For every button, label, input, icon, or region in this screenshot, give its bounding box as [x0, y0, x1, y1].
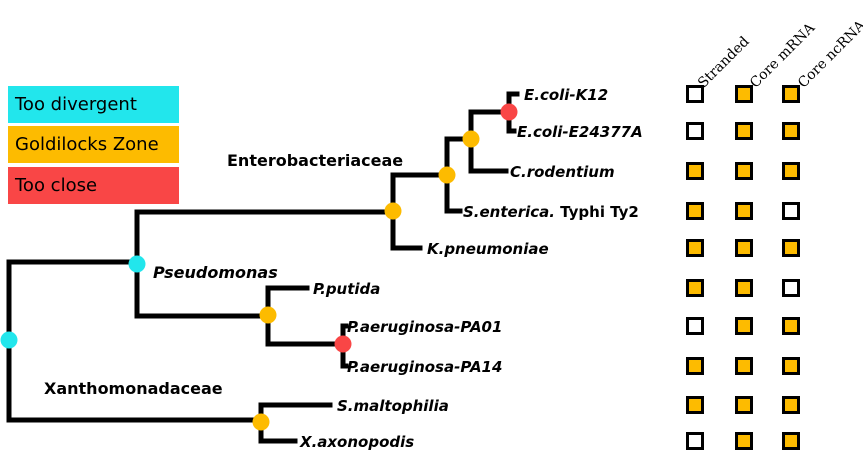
- node-entero: [384, 202, 402, 220]
- mark-9-0: [686, 432, 704, 450]
- species-label-2: C.rodentium: [510, 163, 615, 181]
- tree-labels: Enterobacteriaceae Pseudomonas Xanthomon…: [44, 86, 643, 451]
- tree-nodes: [0, 103, 518, 431]
- mark-8-2: [782, 396, 800, 414]
- group-label-xanthomonadaceae: Xanthomonadaceae: [44, 379, 223, 398]
- mark-5-2: [782, 279, 800, 297]
- species-label-5: P.putida: [313, 280, 380, 298]
- mark-3-1: [735, 202, 753, 220]
- species-label-8: S.maltophilia: [337, 397, 449, 415]
- mark-4-2: [782, 239, 800, 257]
- mark-4-0: [686, 239, 704, 257]
- mark-3-2: [782, 202, 800, 220]
- mark-8-1: [735, 396, 753, 414]
- node-ecoli_cit: [462, 130, 480, 148]
- mark-1-2: [782, 122, 800, 140]
- species-label-4: K.pneumoniae: [427, 240, 549, 258]
- legend-goldilocks-zone: Goldilocks Zone: [8, 126, 179, 163]
- mark-9-1: [735, 432, 753, 450]
- mark-0-0: [686, 85, 704, 103]
- group-label-enterobacteriaceae: Enterobacteriaceae: [227, 151, 403, 170]
- mark-6-2: [782, 317, 800, 335]
- legend-too-close: Too close: [8, 167, 179, 204]
- mark-2-1: [735, 162, 753, 180]
- node-xantho: [252, 413, 270, 431]
- mark-6-1: [735, 317, 753, 335]
- mark-2-2: [782, 162, 800, 180]
- node-root: [0, 331, 18, 349]
- mark-7-0: [686, 357, 704, 375]
- species-label-1: E.coli-E24377A: [517, 123, 643, 141]
- mark-2-0: [686, 162, 704, 180]
- mark-0-2: [782, 85, 800, 103]
- mark-7-1: [735, 357, 753, 375]
- node-paer: [334, 335, 352, 353]
- node-pseudo: [259, 306, 277, 324]
- species-label-3: S.enterica. Typhi Ty2: [463, 203, 639, 221]
- feature-matrix: [686, 85, 800, 450]
- species-label-6: P.aeruginosa-PA01: [347, 318, 502, 336]
- species-label-0: E.coli-K12: [524, 86, 608, 104]
- species-label-7: P.aeruginosa-PA14: [347, 358, 502, 376]
- mark-9-2: [782, 432, 800, 450]
- mark-0-1: [735, 85, 753, 103]
- mark-4-1: [735, 239, 753, 257]
- species-label-9: X.axonopodis: [299, 433, 414, 451]
- mark-3-0: [686, 202, 704, 220]
- mark-6-0: [686, 317, 704, 335]
- mark-5-1: [735, 279, 753, 297]
- legend-too-divergent: Too divergent: [8, 86, 179, 123]
- node-entero_inner: [438, 166, 456, 184]
- node-proteo: [128, 255, 146, 273]
- mark-1-0: [686, 122, 704, 140]
- mark-8-0: [686, 396, 704, 414]
- node-ecoli: [500, 103, 518, 121]
- mark-1-1: [735, 122, 753, 140]
- group-label-pseudomonas: Pseudomonas: [153, 263, 278, 282]
- mark-5-0: [686, 279, 704, 297]
- mark-7-2: [782, 357, 800, 375]
